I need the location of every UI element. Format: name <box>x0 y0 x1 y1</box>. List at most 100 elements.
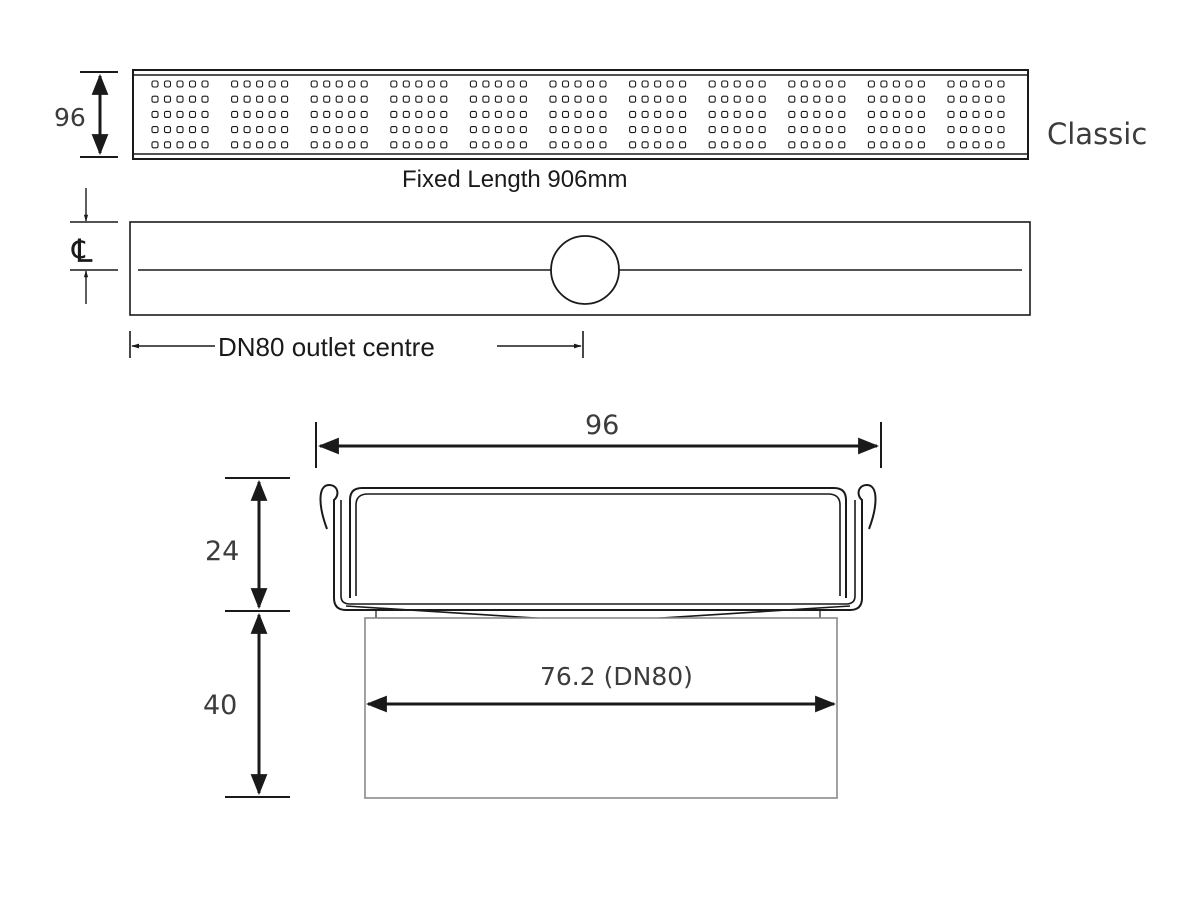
variant-label: Classic <box>1047 117 1147 151</box>
fixed-length-label: Fixed Length 906mm <box>402 166 627 193</box>
grate-hole <box>390 80 398 88</box>
grate-hole <box>880 80 888 88</box>
grate-hole <box>402 95 410 103</box>
grate-hole <box>586 95 595 103</box>
centreline-symbol: ℄ <box>71 233 93 269</box>
grate-hole <box>549 141 557 149</box>
grate-hole <box>482 95 490 103</box>
grate-hole <box>281 141 289 149</box>
grate-hole <box>905 110 913 118</box>
grate-hole <box>268 80 276 88</box>
grate-hole <box>838 95 846 103</box>
grate-hole <box>666 80 674 88</box>
grate-hole <box>549 126 557 134</box>
grate-hole <box>721 126 729 134</box>
grate-hole <box>788 95 796 103</box>
grate-hole <box>586 110 595 118</box>
grate-hole <box>507 110 515 118</box>
grate-hole <box>708 80 716 88</box>
grate-height-dim-label: 24 <box>205 536 239 567</box>
grate-hole <box>268 95 276 103</box>
grate-hole <box>469 80 477 88</box>
grate-hole <box>997 141 1005 149</box>
grate-hole <box>972 126 980 134</box>
grate-hole <box>231 141 239 149</box>
grate-hole <box>654 80 662 88</box>
grate-hole <box>310 126 318 134</box>
grate-hole <box>708 95 716 103</box>
grate-hole <box>997 126 1005 134</box>
grate-hole <box>494 126 502 134</box>
grate-hole <box>758 80 766 88</box>
grate-hole <box>440 80 448 88</box>
grate-hole <box>176 95 184 103</box>
grate-hole <box>176 126 184 134</box>
grate-hole <box>825 95 833 103</box>
grate-hole <box>825 110 833 118</box>
grate-hole <box>268 141 276 149</box>
grate-hole <box>201 80 209 88</box>
grate-hole <box>641 110 649 118</box>
grate-hole <box>390 110 398 118</box>
grate-hole <box>360 80 368 88</box>
grate-hole <box>256 110 264 118</box>
grate-hole <box>825 126 833 134</box>
grate-hole <box>151 80 159 88</box>
grate-hole <box>469 110 477 118</box>
grate-hole <box>507 95 515 103</box>
grate-hole <box>176 110 184 118</box>
grate-hole <box>163 126 172 134</box>
side-view: ℄ DN80 outlet centre <box>70 188 1031 362</box>
grate-hole <box>402 126 410 134</box>
grate-hole <box>679 80 687 88</box>
grate-hole <box>641 95 649 103</box>
grate-hole <box>440 110 448 118</box>
grate-hole <box>231 110 239 118</box>
grate-hole <box>402 110 410 118</box>
grate-hole <box>268 110 276 118</box>
grate-hole <box>201 141 209 149</box>
grate-hole <box>997 80 1005 88</box>
grate-hole <box>641 80 649 88</box>
grate-hole <box>788 80 796 88</box>
grate-hole <box>892 126 900 134</box>
grate-hole <box>335 141 343 149</box>
grate-hole <box>917 126 925 134</box>
grate-hole <box>507 141 515 149</box>
grate-hole <box>519 95 527 103</box>
grate-hole <box>746 126 754 134</box>
grate-hole <box>708 141 716 149</box>
grate-hole <box>390 95 398 103</box>
grate-hole <box>838 80 846 88</box>
grate-hole <box>959 126 968 134</box>
grate-hole <box>813 110 821 118</box>
grate-hole <box>561 80 570 88</box>
grate-hole <box>654 95 662 103</box>
grate-hole <box>549 80 557 88</box>
grate-hole <box>788 126 796 134</box>
grate-hole <box>323 95 331 103</box>
grate-hole <box>188 95 197 103</box>
grate-hole <box>972 95 980 103</box>
grate-hole <box>629 95 637 103</box>
grate-hole <box>360 95 368 103</box>
grate-hole <box>629 141 637 149</box>
grate-hole <box>256 80 264 88</box>
grate-hole <box>892 141 900 149</box>
grate-hole <box>494 110 502 118</box>
grate-hole <box>746 80 754 88</box>
grate-hole <box>360 126 368 134</box>
outlet-diameter-dim-label: 76.2 (DN80) <box>540 662 693 691</box>
grate-hole <box>482 80 490 88</box>
grate-hole <box>482 110 490 118</box>
grate-hole <box>201 95 209 103</box>
grate-hole <box>415 110 423 118</box>
grate-hole <box>469 126 477 134</box>
grate-hole <box>880 95 888 103</box>
grate-hole <box>482 141 490 149</box>
grate-hole <box>813 141 821 149</box>
grate-hole <box>519 141 527 149</box>
grate-hole <box>599 110 607 118</box>
grate-hole <box>867 80 875 88</box>
